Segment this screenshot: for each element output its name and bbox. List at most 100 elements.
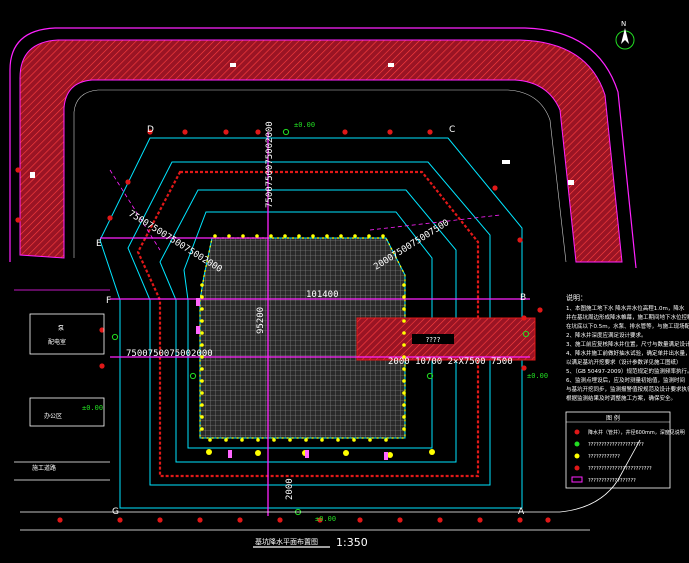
wells-group [196, 234, 435, 460]
monitor-dot [107, 215, 113, 221]
dim-top-vertical: 7500750075002000 [265, 121, 275, 208]
legend-box: 图 例 降水井（管井），井径600mm，深度见说明???????????????… [565, 411, 685, 489]
monitor-dot [537, 307, 543, 313]
dim-bottom-vertical: 2000 [285, 478, 295, 500]
monitor-ring [111, 333, 119, 341]
legend-symbol [574, 465, 580, 471]
dewatering-well [402, 295, 406, 299]
pump-marker [384, 452, 388, 460]
dewatering-well [402, 331, 406, 335]
dewatering-well [200, 379, 204, 383]
bottom-road [20, 439, 641, 531]
monitor-dot [477, 517, 483, 523]
note-line: 与基坑开挖同步，监测报警值按规范及设计要求执行， [566, 385, 689, 393]
pump-marker [305, 450, 309, 458]
monitor-dot [427, 129, 433, 135]
monitor-dot [357, 517, 363, 523]
dewatering-well [402, 319, 406, 323]
monitor-dot [397, 517, 403, 523]
dewatering-well [384, 438, 388, 442]
note-line: 2、降水井深度应满足设计要求。 [566, 331, 647, 339]
north-arrow-icon: N [615, 20, 635, 50]
monitor-dot [15, 217, 21, 223]
elevation-left: ±0.00 [82, 404, 103, 412]
dim-left-stack: 7500750075002000 [126, 349, 213, 359]
dewatering-well [368, 438, 372, 442]
dim-bottom-row: 2000 10700 2×X7500 7500 [388, 357, 513, 367]
monitor-dot [317, 517, 323, 523]
note-line: 以满足基坑开挖要求（设计参数详见施工图纸） [566, 358, 682, 366]
legend-item: ???????????? [588, 454, 620, 460]
elevation-bottom: ±0.00 [315, 515, 336, 523]
monitor-dot [147, 129, 153, 135]
note-line: 6、监测点埋设后，应及时测量初始值，监测时间 [566, 376, 685, 384]
legend-title: 图 例 [606, 414, 620, 422]
road-markers [30, 63, 574, 185]
dewatering-well [402, 379, 406, 383]
monitor-dot [387, 129, 393, 135]
left-road-label: 施工道路 [32, 464, 56, 472]
dewatering-well [381, 234, 385, 238]
left-building-label: 泵 [58, 325, 64, 332]
dewatering-well [320, 438, 324, 442]
note-line: 在坑底以下0.5m，水泵、排水管等，与施工现场配合。 [566, 322, 689, 330]
legend-item: ????????????????????? [588, 442, 644, 448]
dewatering-well [297, 234, 301, 238]
monitor-ring [282, 128, 290, 136]
dewatering-well [402, 307, 406, 311]
excavation-outlines [99, 137, 523, 509]
dewatering-well [200, 307, 204, 311]
dewatering-well [208, 438, 212, 442]
dewatering-well [339, 234, 343, 238]
dewatering-well [402, 283, 406, 287]
note-line: 3、施工前应复核降水井位置，尺寸与数量满足设计。 [566, 340, 689, 348]
pit-bottom [199, 237, 406, 439]
dewatering-well [402, 403, 406, 407]
dewatering-well [311, 234, 315, 238]
dewatering-well [353, 234, 357, 238]
dewatering-well [200, 283, 204, 287]
hatch-block: ???? [356, 317, 536, 361]
dewatering-well [402, 343, 406, 347]
legend-item: ???????????????????????? [588, 466, 652, 472]
monitor-ring [522, 330, 530, 338]
dewatering-well [200, 355, 204, 359]
monitor-dot [492, 185, 498, 191]
notes-heading: 说明： [566, 293, 587, 302]
well-large [429, 449, 435, 455]
corner-b: B [520, 293, 526, 303]
dewatering-well [200, 319, 204, 323]
dewatering-well [402, 355, 406, 359]
pump-marker [196, 326, 200, 334]
design-notes: 说明： 1、本图施工地下水 降水井水位高程1.0m，降水井在基坑周边形成降水帷幕… [566, 293, 689, 402]
monitor-ring [189, 372, 197, 380]
legend-item: ?????????????????? [588, 478, 636, 484]
dim-left-diag: 75007500750075002000 [126, 209, 223, 275]
well-large [206, 449, 212, 455]
monitor-dot [437, 517, 443, 523]
monitor-dot [517, 517, 523, 523]
monitor-points [15, 128, 551, 523]
legend-item: 降水井（管井），井径600mm，深度见说明 [588, 429, 685, 436]
dewatering-well [240, 438, 244, 442]
elevation-top: ±0.00 [294, 121, 315, 129]
monitor-dot [521, 315, 527, 321]
dewatering-well [336, 438, 340, 442]
dewatering-well [200, 343, 204, 347]
dewatering-ring [136, 170, 480, 478]
legend-symbol [571, 476, 583, 483]
main-dimension-lines [100, 132, 530, 516]
monitor-dot [342, 129, 348, 135]
monitor-dot [521, 365, 527, 371]
dewatering-well [402, 391, 406, 395]
dewatering-well [352, 438, 356, 442]
dewatering-well [241, 234, 245, 238]
note-line: 根据监测结果及时调整施工方案，确保安全。 [566, 394, 676, 402]
dewatering-well [402, 427, 406, 431]
monitor-ring [426, 372, 434, 380]
well-large [255, 450, 261, 456]
legend-symbol [574, 429, 580, 435]
dewatering-well [288, 438, 292, 442]
note-line: 4、降水井施工前做好抽水试验，确定单井出水量， [566, 349, 689, 357]
dewatering-well [213, 234, 217, 238]
